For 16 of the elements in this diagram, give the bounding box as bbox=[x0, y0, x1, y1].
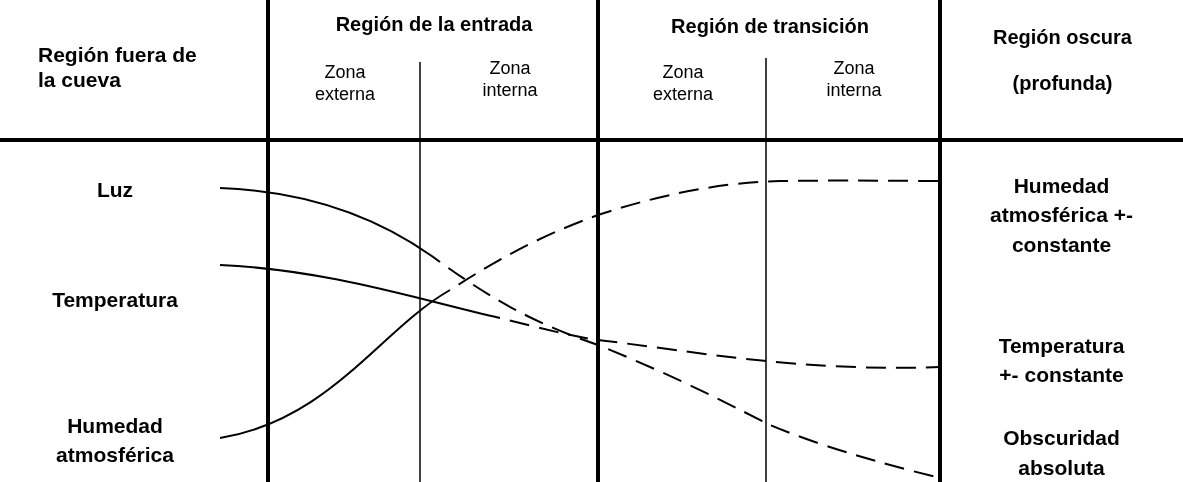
region-header: Región de transición bbox=[670, 14, 870, 38]
factor-label: Humedad atmosférica bbox=[10, 400, 220, 480]
factor-label: Temperatura +- constante bbox=[940, 320, 1183, 400]
trend-curve bbox=[219, 264, 941, 369]
region-header: Región fuera de la cueva bbox=[37, 42, 198, 93]
trend-curve bbox=[219, 179, 941, 439]
region-header: Región oscura (profunda) bbox=[992, 25, 1133, 96]
region-header: Región de la entrada bbox=[334, 12, 534, 36]
zone-header: Zona interna bbox=[481, 58, 539, 102]
zone-header: Zona interna bbox=[825, 58, 883, 102]
factor-label: Obscuridad absoluta bbox=[940, 415, 1183, 482]
factor-label: Luz bbox=[10, 165, 220, 215]
factor-label: Temperatura bbox=[10, 275, 220, 325]
factor-label: Humedad atmosférica +- constante bbox=[940, 150, 1183, 280]
zone-header: Zona externa bbox=[651, 62, 714, 106]
zone-header: Zona externa bbox=[313, 62, 376, 106]
